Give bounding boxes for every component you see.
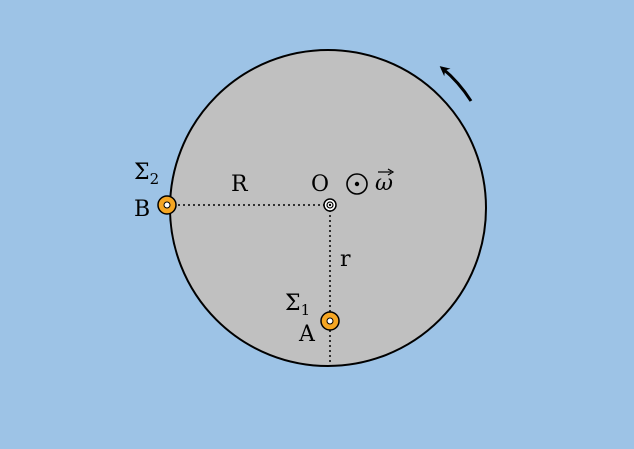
center-label: O xyxy=(311,172,329,197)
point-A-label: A xyxy=(298,322,316,347)
radius-r-label: r xyxy=(340,247,351,272)
omega-label: ω xyxy=(375,171,393,196)
circle-dot-icon xyxy=(346,173,368,195)
radius-R-label: R xyxy=(231,172,249,197)
center-axis-icon xyxy=(323,198,337,212)
source-1-marker xyxy=(320,311,340,331)
rotation-arrow-icon xyxy=(439,66,473,102)
source-2-label: Σ2 xyxy=(134,160,159,188)
source-2-marker xyxy=(157,195,177,215)
source-1-label: Σ1 xyxy=(285,291,310,319)
vector-arrow-icon xyxy=(378,168,395,176)
point-B-label: B xyxy=(134,197,150,222)
